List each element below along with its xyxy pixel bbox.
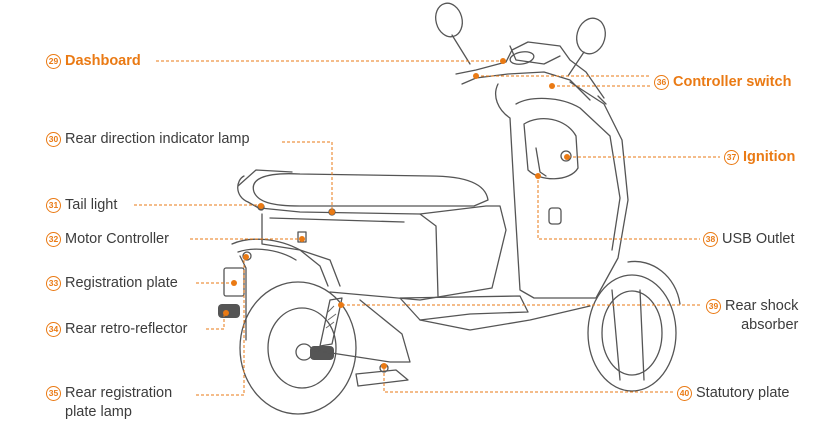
callout-number: 34 — [46, 321, 61, 337]
callout-number: 36 — [654, 74, 669, 90]
label-text: USB Outlet — [722, 231, 795, 247]
callout-number: 40 — [677, 385, 692, 401]
label-rear-direction-indicator-lamp: 30 Rear direction indicator lamp — [46, 130, 250, 149]
label-text-line1: Rear shock — [725, 298, 799, 314]
label-text: Tail light — [65, 197, 118, 213]
scooter-drawing — [218, 2, 681, 415]
label-rear-retro-reflector: 34 Rear retro-reflector — [46, 320, 187, 339]
label-controller-switch: 36 Controller switch — [654, 73, 791, 92]
callout-number: 32 — [46, 231, 61, 247]
label-text: Motor Controller — [65, 231, 169, 247]
label-text: Statutory plate — [696, 385, 790, 401]
label-text-line1: Rear registration — [65, 385, 173, 401]
callout-number: 30 — [46, 131, 61, 147]
label-text: Rear retro-reflector — [65, 321, 188, 337]
label-text-line2: absorber — [741, 316, 799, 333]
label-ignition: 37 Ignition — [724, 148, 795, 167]
label-rear-registration-plate-lamp: 35 Rear registration plate lamp — [46, 384, 172, 422]
label-tail-light: 31 Tail light — [46, 196, 117, 215]
callout-number: 39 — [706, 299, 721, 314]
label-text: Rear direction indicator lamp — [65, 131, 250, 147]
label-text: Dashboard — [65, 53, 141, 69]
label-usb-outlet: 38 USB Outlet — [703, 230, 795, 249]
label-registration-plate: 33 Registration plate — [46, 274, 178, 293]
leader-lines — [134, 58, 720, 396]
label-text: Controller switch — [673, 74, 792, 90]
label-text-line2: plate lamp — [65, 403, 132, 420]
callout-number: 37 — [724, 149, 739, 165]
label-motor-controller: 32 Motor Controller — [46, 230, 169, 249]
callout-number: 35 — [46, 386, 61, 401]
label-text: Registration plate — [65, 275, 178, 291]
callout-number: 33 — [46, 275, 61, 291]
label-text: Ignition — [743, 149, 796, 165]
label-dashboard: 29 Dashboard — [46, 52, 141, 71]
label-rear-shock-absorber: 39 Rear shock absorber — [706, 297, 798, 335]
label-statutory-plate: 40 Statutory plate — [677, 384, 790, 403]
callout-number: 31 — [46, 197, 61, 213]
callout-number: 29 — [46, 53, 61, 69]
callout-number: 38 — [703, 231, 718, 247]
